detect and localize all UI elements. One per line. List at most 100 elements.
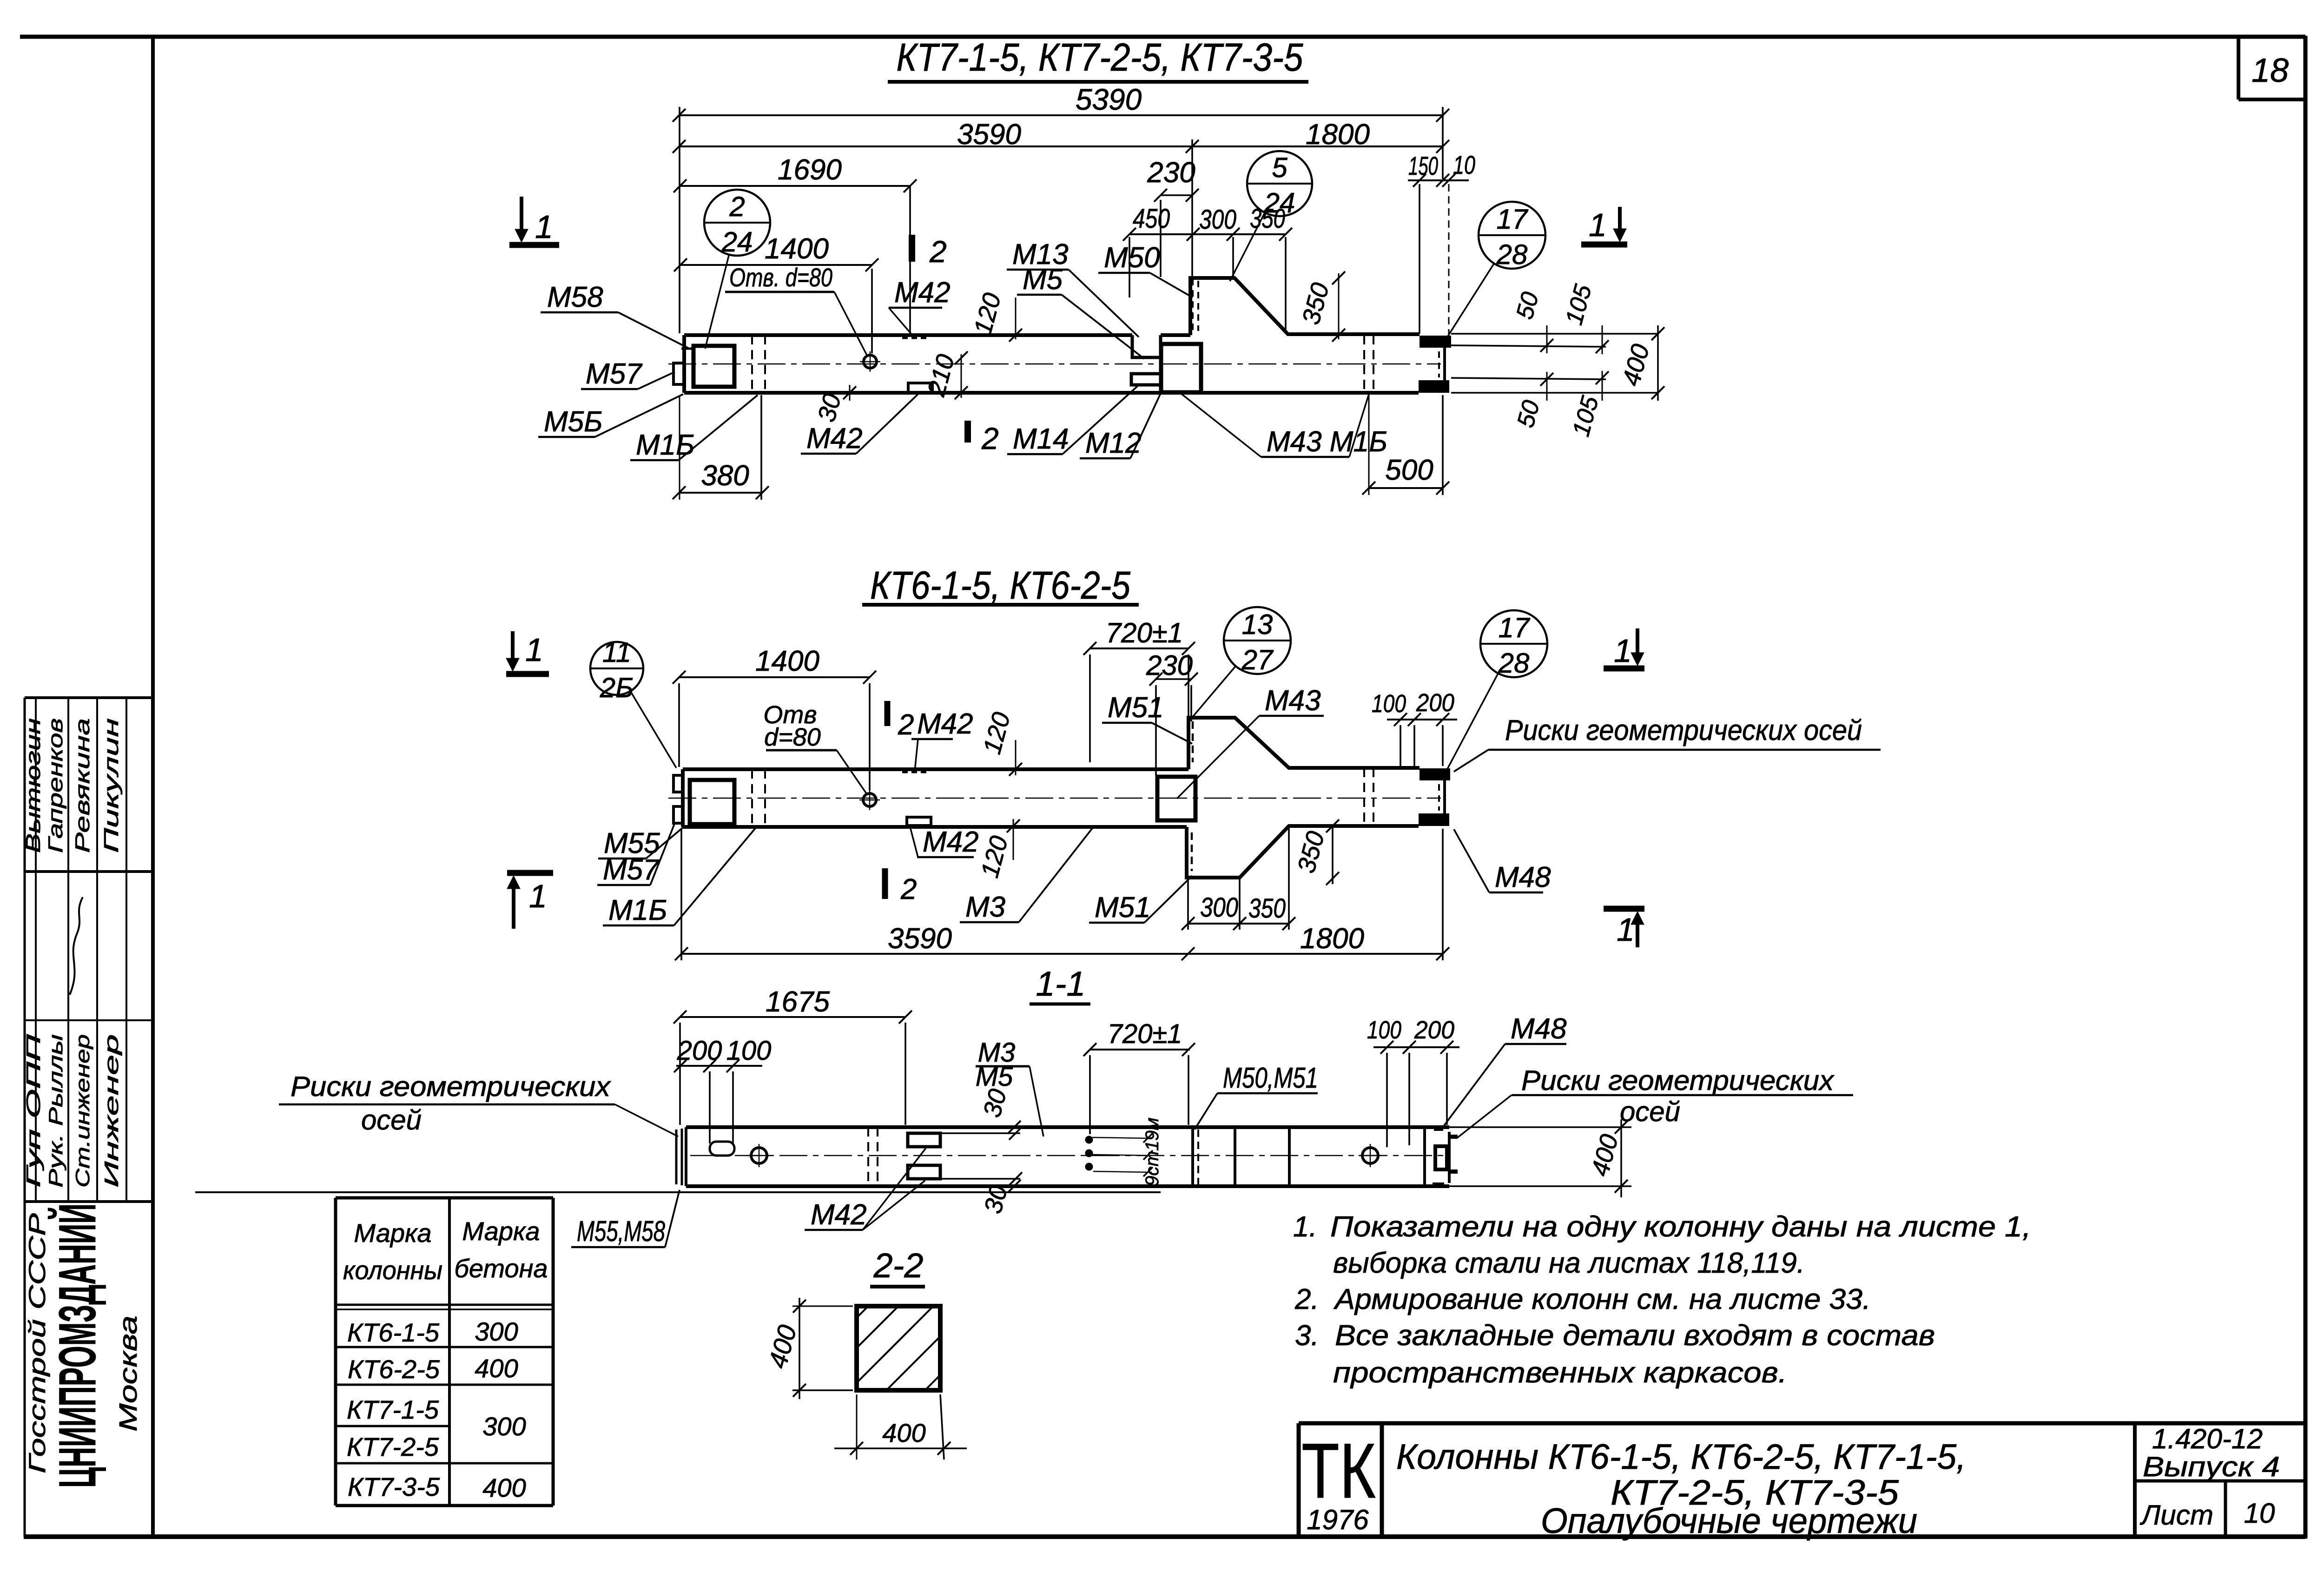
svg-text:27: 27 [1241,644,1274,675]
svg-text:200: 200 [677,1036,722,1066]
svg-text:Выпуск 4: Выпуск 4 [2143,1451,2280,1482]
svg-text:М5: М5 [976,1062,1013,1092]
svg-text:М50: М50 [1104,242,1160,274]
svg-text:бетона: бетона [454,1254,548,1283]
svg-text:24: 24 [1264,187,1295,218]
svg-text:КТ7-2-5, КТ7-3-5: КТ7-2-5, КТ7-3-5 [1611,1473,1899,1513]
svg-text:3590: 3590 [957,119,1021,151]
svg-text:720±1: 720±1 [1106,617,1183,648]
svg-text:1: 1 [1614,633,1632,669]
svg-text:Лист: Лист [2139,1500,2213,1531]
svg-text:24: 24 [721,226,753,258]
svg-text:2: 2 [898,709,914,741]
svg-text:17: 17 [1499,612,1531,643]
svg-text:11: 11 [602,637,631,668]
svg-text:1400: 1400 [765,233,829,265]
svg-text:Пикулин: Пикулин [100,718,123,853]
svg-text:13: 13 [1242,609,1273,640]
svg-text:Рук. Рыллы: Рук. Рыллы [45,1034,66,1188]
svg-text:2: 2 [729,191,745,222]
svg-text:200: 200 [1416,689,1454,717]
svg-text:М57: М57 [586,358,643,390]
svg-text:М42: М42 [894,277,951,309]
svg-text:17: 17 [1497,204,1529,235]
svg-text:Опалубочные чертежи: Опалубочные чертежи [1541,1501,1917,1541]
svg-text:5: 5 [1272,152,1287,183]
svg-text:350: 350 [1248,893,1286,924]
svg-text:1: 1 [535,209,553,245]
svg-text:230: 230 [1147,157,1195,189]
svg-text:10: 10 [1453,150,1475,179]
svg-text:Армирование колонн см. на лист: Армирование колонн см. на листе 33. [1333,1283,1871,1315]
svg-text:Ревякина: Ревякина [71,718,94,853]
svg-text:КТ6-1-5: КТ6-1-5 [347,1318,440,1347]
svg-text:М42: М42 [917,708,973,740]
svg-text:КТ7-3-5: КТ7-3-5 [348,1472,440,1501]
svg-text:1.420-12: 1.420-12 [2152,1423,2263,1454]
svg-text:Гапренков: Гапренков [44,718,67,853]
svg-text:100: 100 [726,1036,772,1066]
svg-text:Риски геометрических осей: Риски геометрических осей [1505,714,1862,746]
svg-text:КТ7-2-5: КТ7-2-5 [347,1432,439,1461]
svg-text:2: 2 [900,873,917,905]
svg-text:300: 300 [475,1317,518,1346]
svg-text:28: 28 [1498,647,1530,679]
svg-text:М13: М13 [1012,238,1069,271]
svg-text:2: 2 [929,234,947,269]
svg-text:100: 100 [1372,690,1406,718]
svg-text:d=80: d=80 [764,723,821,751]
svg-text:1400: 1400 [755,645,819,677]
svg-text:М57: М57 [603,854,660,886]
svg-text:Отв: Отв [763,701,817,729]
svg-text:Колонны КТ6-1-5, КТ6-2-5, КТ7-: Колонны КТ6-1-5, КТ6-2-5, КТ7-1-5, [1396,1437,1966,1477]
svg-text:выборка стали на листах 118,11: выборка стали на листах 118,119. [1333,1247,1805,1279]
svg-text:5390: 5390 [1076,83,1142,116]
svg-text:М42: М42 [806,423,863,455]
svg-text:М5Б: М5Б [544,406,602,438]
svg-text:Показатели на одну колонну дан: Показатели на одну колонну даны на листе… [1330,1211,2031,1243]
svg-text:1976: 1976 [1307,1504,1369,1535]
svg-text:1800: 1800 [1306,119,1370,151]
svg-text:Вытюгин: Вытюгин [22,718,45,853]
svg-text:КТ7-1-5, КТ7-2-5, КТ7-3-5: КТ7-1-5, КТ7-2-5, КТ7-3-5 [897,35,1303,79]
svg-text:осей: осей [361,1104,422,1136]
svg-text:9ст19м: 9ст19м [1142,1117,1162,1186]
svg-text:200: 200 [1414,1016,1454,1044]
svg-text:Риски геометрических: Риски геометрических [1521,1065,1835,1096]
svg-text:КТ7-1-5: КТ7-1-5 [347,1395,439,1424]
svg-text:720±1: 720±1 [1108,1019,1182,1049]
svg-text:3.: 3. [1295,1320,1319,1352]
svg-text:М50,М51: М50,М51 [1223,1062,1318,1094]
svg-text:2Б: 2Б [600,672,634,703]
svg-text:М14: М14 [1013,423,1069,455]
svg-text:М48: М48 [1495,861,1551,893]
svg-text:500: 500 [1385,454,1433,486]
svg-text:2: 2 [981,421,999,456]
svg-text:М58: М58 [547,281,603,313]
svg-text:КТ6-2-5: КТ6-2-5 [348,1354,440,1384]
svg-text:1675: 1675 [766,986,830,1018]
svg-text:М1Б: М1Б [608,894,667,926]
svg-text:М48: М48 [1511,1013,1567,1045]
svg-text:1: 1 [1617,912,1635,948]
svg-text:Марка: Марка [462,1216,540,1246]
svg-text:М51: М51 [1108,692,1164,724]
svg-text:380: 380 [701,460,749,492]
svg-text:300: 300 [1200,892,1238,923]
svg-text:М43: М43 [1265,685,1321,717]
svg-text:Госстрой СССР: Госстрой СССР [24,1213,50,1473]
svg-text:300: 300 [1199,205,1236,235]
svg-text:450: 450 [1133,204,1170,234]
svg-text:Гуп ОПП: Гуп ОПП [22,1034,44,1188]
svg-text:1: 1 [529,878,547,914]
svg-text:М5: М5 [1023,264,1063,296]
svg-text:Ст.инженер: Ст.инженер [72,1034,93,1188]
svg-text:150: 150 [1408,151,1438,180]
svg-text:КТ6-1-5, КТ6-2-5: КТ6-1-5, КТ6-2-5 [870,563,1130,607]
svg-text:2.: 2. [1294,1283,1319,1315]
svg-text:400: 400 [475,1354,518,1383]
svg-text:1-1: 1-1 [1036,964,1086,1003]
svg-text:Инженер: Инженер [100,1034,122,1188]
svg-text:300: 300 [482,1412,526,1441]
svg-text:Отв. d=80: Отв. d=80 [729,263,832,292]
